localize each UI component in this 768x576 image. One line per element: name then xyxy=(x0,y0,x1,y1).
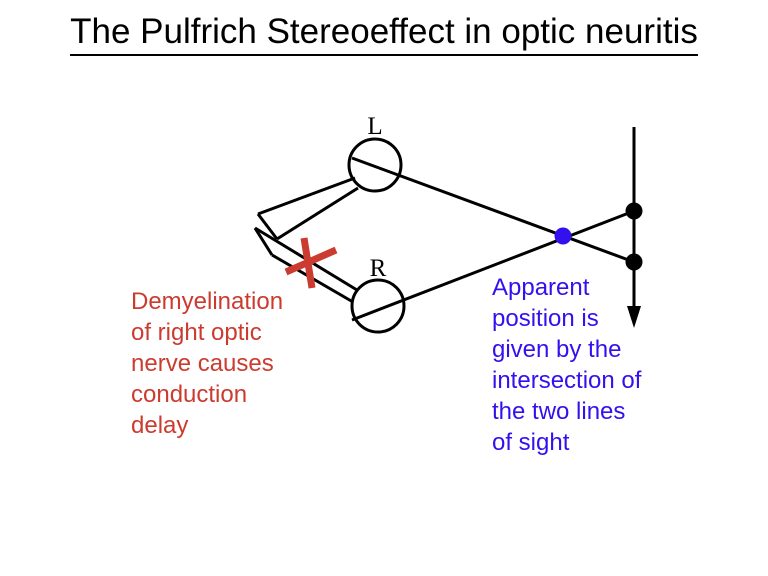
left-nerve-upper-edge xyxy=(257,176,356,216)
right-line-of-sight xyxy=(351,209,635,322)
right-nerve-chiasm-cap xyxy=(253,227,274,256)
upper-target-dot xyxy=(625,202,643,220)
left-nerve-lower-edge xyxy=(276,186,359,241)
apparent-position-dot xyxy=(554,227,572,245)
left-optic-nerve-pathway xyxy=(256,176,359,241)
lesion-stroke-diagonal xyxy=(284,246,338,276)
apparent-position-note: Apparent position is given by the inters… xyxy=(492,274,642,456)
left-nerve-chiasm-cap xyxy=(256,213,279,240)
demyelination-lesion-marker xyxy=(284,237,338,289)
moving-target-arrowhead xyxy=(627,306,641,328)
lower-target-dot xyxy=(625,253,643,271)
left-eye-label: L xyxy=(367,113,382,140)
left-eye-circle xyxy=(347,137,403,193)
page-title: The Pulfrich Stereoeffect in optic neuri… xyxy=(0,12,768,56)
moving-target-arrow xyxy=(627,127,641,328)
right-eye-circle xyxy=(350,278,406,334)
right-eye-label: R xyxy=(370,255,387,282)
demyelination-note: Demyelination of right optic nerve cause… xyxy=(131,288,284,439)
page-title-text: The Pulfrich Stereoeffect in optic neuri… xyxy=(70,12,698,56)
